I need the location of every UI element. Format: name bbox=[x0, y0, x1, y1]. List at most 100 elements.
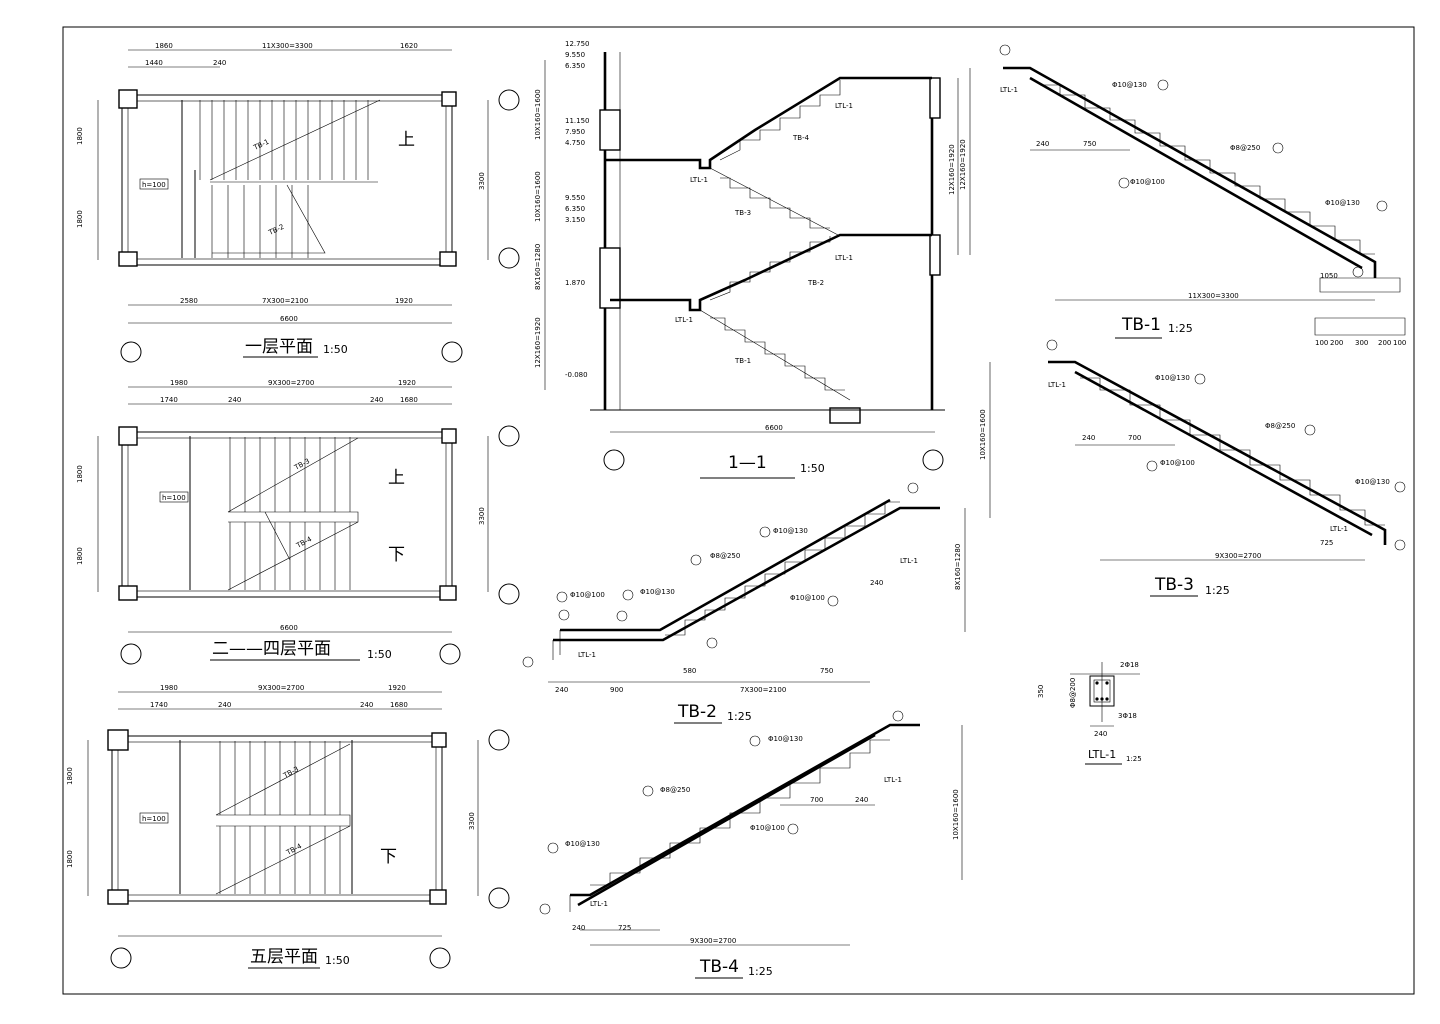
plan-title: 一层平面 bbox=[245, 337, 313, 357]
dimension: 240 bbox=[855, 796, 868, 804]
dimension: 1800 bbox=[76, 127, 84, 145]
down-label: 下 bbox=[388, 545, 405, 565]
rebar-label: Φ8@200 bbox=[1069, 678, 1077, 708]
column bbox=[118, 89, 138, 109]
up-label: 上 bbox=[388, 468, 405, 488]
floor5-plan: 下 TB-3 TB-4 h=100 1980 9X300=2700 1920 1… bbox=[66, 684, 510, 969]
tb2-detail: 8X160=1280 240 900 7X300=2100 580 750 24… bbox=[522, 482, 966, 724]
dimension: 725 bbox=[618, 924, 631, 932]
elevation: 1.870 bbox=[565, 279, 585, 287]
rebar-label: 3Φ18 bbox=[1118, 712, 1137, 720]
rebar-label: Φ8@250 bbox=[660, 786, 690, 794]
flight-label: TB-4 bbox=[792, 134, 810, 142]
rebar-label: Φ8@250 bbox=[710, 552, 740, 560]
dimension: 8X160=1280 bbox=[534, 244, 542, 290]
dimension: 1800 bbox=[76, 210, 84, 228]
dimension: 9X300=2700 bbox=[268, 379, 314, 387]
dimension: 6600 bbox=[280, 315, 298, 323]
dimension: 1800 bbox=[76, 465, 84, 483]
flight-label: TB-4 bbox=[284, 842, 303, 857]
dimension: 1980 bbox=[170, 379, 188, 387]
elevation: 11.150 bbox=[565, 117, 590, 125]
dimension: 7X300=2100 bbox=[740, 686, 786, 694]
dimension: 700 bbox=[1128, 434, 1141, 442]
rebar-label: Φ10@130 bbox=[1155, 374, 1190, 382]
elevation: -0.080 bbox=[565, 371, 588, 379]
dimension: 2580 bbox=[180, 297, 198, 305]
detail-scale: 1:25 bbox=[748, 965, 773, 978]
up-label: 上 bbox=[398, 130, 415, 150]
beam-label: LTL-1 bbox=[578, 651, 596, 659]
dimension: 10X160=1600 bbox=[952, 789, 960, 840]
dimension: 9X300=2700 bbox=[690, 937, 736, 945]
detail-title: TB-3 bbox=[1154, 575, 1194, 595]
beam-label: LTL-1 bbox=[1048, 381, 1066, 389]
dimension: 3300 bbox=[478, 507, 486, 525]
dimension: 240 bbox=[1036, 140, 1049, 148]
beam-label: LTL-1 bbox=[900, 557, 918, 565]
plan-scale: 1:50 bbox=[323, 343, 348, 356]
tb1-detail: 12X160=1920 240 750 1050 11X300=3300 100… bbox=[959, 44, 1406, 347]
rebar-label: 2Φ18 bbox=[1120, 661, 1139, 669]
dimension: 240 bbox=[228, 396, 241, 404]
elevation: 7.950 bbox=[565, 128, 585, 136]
flight-label: TB-3 bbox=[281, 765, 300, 780]
elevation: 6.350 bbox=[565, 205, 585, 213]
beam-label: LTL-1 bbox=[835, 254, 853, 262]
beam-label: LTL-1 bbox=[590, 900, 608, 908]
elevation: 4.750 bbox=[565, 139, 585, 147]
rebar-label: Φ10@100 bbox=[570, 591, 605, 599]
tb3-detail: 10X160=1600 240 700 725 9X300=2700 Φ10@1… bbox=[979, 339, 1406, 597]
elevation: 9.550 bbox=[565, 194, 585, 202]
rebar-label: Φ10@130 bbox=[640, 588, 675, 596]
down-label: 下 bbox=[380, 847, 397, 867]
beam-label: LTL-1 bbox=[1330, 525, 1348, 533]
detail-title: TB-1 bbox=[1121, 315, 1161, 335]
dimension: 580 bbox=[683, 667, 696, 675]
ltl1-section: 2Φ18 3Φ18 350 240 Φ8@200 LTL-1 1:25 bbox=[1037, 661, 1142, 765]
floor1-plan: 上 TB-1 TB-2 h=100 1860 11X300=3300 1620 … bbox=[76, 42, 520, 363]
dimension: 10X160=1600 bbox=[979, 409, 987, 460]
dimension: 1920 bbox=[388, 684, 406, 692]
beam-label: LTL-1 bbox=[1000, 86, 1018, 94]
dimension: 11X300=3300 bbox=[262, 42, 313, 50]
detail-scale: 1:25 bbox=[1168, 322, 1193, 335]
dimension: 725 bbox=[1320, 539, 1333, 547]
dimension: 100 bbox=[1393, 339, 1406, 347]
detail-scale: 1:25 bbox=[1205, 584, 1230, 597]
dimension: 100 bbox=[1315, 339, 1328, 347]
floor2-4-plan: 上 下 TB-3 TB-4 h=100 1980 9X300=2700 1920… bbox=[76, 379, 520, 665]
dimension: 1920 bbox=[398, 379, 416, 387]
section-1-1: 12.750 9.550 6.350 11.150 7.950 4.750 9.… bbox=[534, 40, 959, 479]
dimension: 1740 bbox=[150, 701, 168, 709]
dimension: 1740 bbox=[160, 396, 178, 404]
dimension: 200 bbox=[1378, 339, 1391, 347]
dimension: 240 bbox=[218, 701, 231, 709]
flight-label: TB-1 bbox=[734, 357, 751, 365]
dimension: 300 bbox=[1355, 339, 1368, 347]
dimension: 750 bbox=[820, 667, 833, 675]
landing-height: h=100 bbox=[142, 815, 166, 823]
beam-label: LTL-1 bbox=[835, 102, 853, 110]
elevation: 12.750 bbox=[565, 40, 590, 48]
rebar-label: Φ10@100 bbox=[750, 824, 785, 832]
rebar-label: Φ10@130 bbox=[1112, 81, 1147, 89]
landing-height: h=100 bbox=[142, 181, 166, 189]
beam-label: LTL-1 bbox=[675, 316, 693, 324]
flight-label: TB-1 bbox=[252, 138, 271, 152]
dimension: 240 bbox=[555, 686, 568, 694]
detail-title: TB-4 bbox=[699, 957, 739, 977]
dimension: 1620 bbox=[400, 42, 418, 50]
dimension: 10X160=1600 bbox=[534, 89, 542, 140]
dimension: 9X300=2700 bbox=[1215, 552, 1261, 560]
dimension: 240 bbox=[213, 59, 226, 67]
dimension: 8X160=1280 bbox=[954, 544, 962, 590]
tb4-detail: 10X160=1600 700 240 240 725 9X300=2700 Φ… bbox=[539, 710, 963, 979]
dimension: 3300 bbox=[468, 812, 476, 830]
elevation: 6.350 bbox=[565, 62, 585, 70]
dimension: 12X160=1920 bbox=[959, 139, 967, 190]
dimension: 700 bbox=[810, 796, 823, 804]
detail-title: LTL-1 bbox=[1088, 748, 1116, 761]
dimension: 1800 bbox=[66, 850, 74, 868]
